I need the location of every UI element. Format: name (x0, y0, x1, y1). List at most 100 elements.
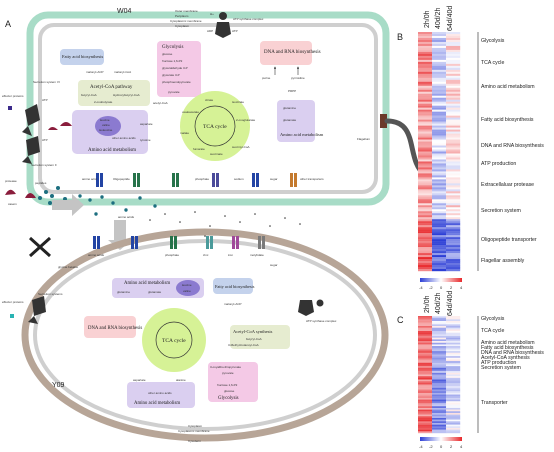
w04-amino-item: aspartate (140, 122, 153, 126)
heatmap-cell (446, 119, 461, 122)
y09-membrane-label: Cytoplasmic membrane (178, 429, 210, 433)
heatmap-cell (432, 55, 447, 59)
heatmap-cell (446, 387, 461, 390)
heatmap-cell (418, 319, 433, 322)
w04-fatty-acid-box (60, 49, 104, 65)
hm-b-cat: Flagellar assembly (481, 258, 525, 264)
heatmap-cell (418, 79, 433, 82)
heatmap-c-colorbar (420, 437, 462, 441)
heatmap-cell (418, 81, 433, 84)
y09-glyco-title: Glycolysis (218, 396, 239, 401)
heatmap-cell (446, 39, 461, 43)
heatmap-cell (446, 111, 461, 114)
heatmap-cell (418, 53, 433, 57)
heatmap-cell (432, 424, 447, 427)
heatmap-cell (418, 412, 433, 415)
heatmap-cell (432, 127, 447, 130)
heatmap-cell (446, 33, 461, 37)
heatmap-cell (418, 371, 433, 374)
heatmap-cell (418, 207, 433, 210)
heatmap-cell (418, 183, 433, 186)
heatmap-cell (432, 43, 447, 47)
w04-secretion2: Secretion system II (31, 163, 57, 167)
heatmap-cell (446, 91, 461, 94)
heatmap-b-colorbar (420, 278, 462, 282)
heatmap-cell (446, 369, 461, 372)
heatmap-cell (418, 317, 433, 320)
hm-b-cat: Amino acid metabolism (481, 84, 535, 90)
w04-atp-complex: ATP synthase complex (233, 17, 264, 21)
heatmap-cell (418, 269, 433, 272)
heatmap-cell (432, 372, 447, 375)
heatmap-cell (418, 409, 433, 412)
heatmap-cell (432, 337, 447, 340)
heatmap-cell (446, 219, 461, 222)
heatmap-cell (432, 199, 447, 202)
heatmap-cell (432, 215, 447, 218)
heatmap-cell (432, 241, 447, 244)
heatmap-cell (446, 257, 461, 260)
w04-effector: effector proteins (2, 94, 24, 98)
heatmap-cell (446, 357, 461, 360)
w04-glycolysis-title: Glycolysis (162, 45, 183, 50)
heatmap-cell (432, 429, 447, 432)
heatmap-cell (432, 257, 447, 260)
heatmap-cell (446, 239, 461, 242)
heatmap-cell (446, 401, 461, 404)
heatmap-cell (446, 354, 461, 357)
heatmap-cell (432, 361, 447, 363)
heatmap-cell (446, 79, 461, 82)
heatmap-cell (446, 201, 461, 204)
tca-item: isocitrate (232, 100, 244, 104)
heatmap-cell (418, 257, 433, 260)
w04-acetyl-title: Acetyl-CoA pathway (90, 85, 133, 90)
heatmap-cell (418, 251, 433, 254)
heatmap-cell (446, 159, 461, 162)
heatmap-cell (446, 139, 461, 142)
transporter-label: sugar (270, 177, 278, 181)
heatmap-cell (446, 197, 461, 200)
heatmap-cell (446, 409, 461, 412)
heatmap-cell (418, 401, 433, 404)
heatmap-cell (446, 67, 461, 71)
hm-b-cat: ATP production (481, 161, 516, 167)
w04-amino-acids-label: amino acids (118, 215, 135, 219)
heatmap-cell (432, 119, 447, 122)
protease-icon (60, 122, 72, 126)
heatmap-cell (418, 421, 433, 424)
protease-icon (48, 127, 58, 130)
heatmap-cell (418, 191, 433, 194)
heatmap-cell (432, 245, 447, 248)
heatmap-cell (446, 362, 461, 365)
heatmap-cell (446, 175, 461, 178)
heatmap-cell (418, 209, 433, 212)
y09-effector-label: effector proteins (2, 300, 24, 304)
heatmap-cell (418, 51, 433, 55)
heatmap-cell (446, 361, 461, 363)
y09-tca-label: TCA cycle (162, 338, 186, 344)
heatmap-cell (418, 263, 433, 266)
heatmap-cell (418, 392, 433, 395)
heatmap-cell (446, 404, 461, 407)
heatmap-cell (446, 43, 461, 47)
y09-secretion-label: Secretion systems (38, 292, 63, 296)
heatmap-cell (446, 237, 461, 240)
heatmap-cell (418, 35, 433, 39)
heatmap-cell (418, 123, 433, 126)
heatmap-cell (446, 205, 461, 208)
heatmap-cell (418, 117, 433, 120)
heatmap-cell (446, 229, 461, 232)
heatmap-cell (446, 187, 461, 190)
heatmap-cell (418, 243, 433, 246)
y09-aa-bottom-title: Amino acid metabolism (134, 401, 180, 406)
heatmap-cell (418, 424, 433, 427)
y09-aa-bottom-item: aspartate (133, 378, 146, 382)
heatmap-cell (446, 45, 461, 49)
heatmap-cell (432, 376, 447, 379)
heatmap-cell (432, 412, 447, 415)
hm-c-header: 2h/0h (424, 295, 431, 313)
w04-secretion6: Secretion system VI (33, 80, 60, 84)
heatmap-cell (446, 211, 461, 214)
y09-methyl-label: 3-Methyl-butanoyl-CoA (228, 343, 259, 347)
heatmap-cell (418, 361, 433, 363)
